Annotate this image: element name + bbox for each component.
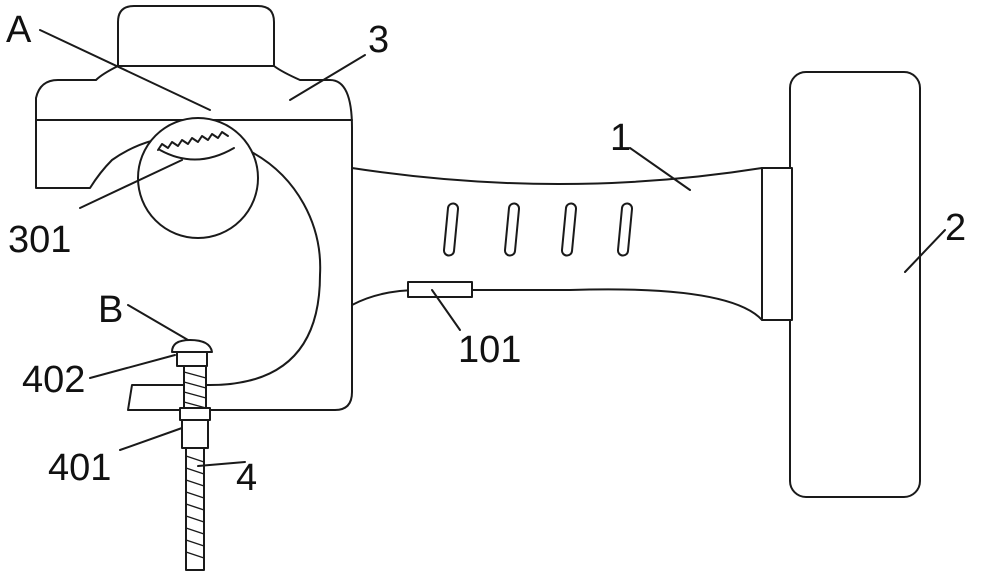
label-b: B	[98, 289, 123, 331]
collar-upper	[179, 407, 211, 421]
grip-slots	[443, 202, 633, 257]
nut-part-402	[171, 339, 213, 353]
label-a: A	[6, 9, 32, 51]
end-block-part-2	[789, 71, 921, 498]
label-part-301: 301	[8, 219, 71, 261]
gear-icon	[157, 131, 235, 161]
label-part-3: 3	[368, 19, 389, 61]
label-part-4: 4	[236, 457, 257, 499]
connector-neck	[761, 167, 793, 321]
head-housing-part-3	[35, 65, 353, 411]
label-part-401: 401	[48, 447, 111, 489]
label-part-402: 402	[22, 359, 85, 401]
gear-housing-circle	[137, 117, 259, 239]
rod-thread-hatching	[185, 455, 205, 559]
rod-part-4	[185, 447, 205, 571]
leader-lines	[39, 29, 946, 467]
head-top-cap	[117, 5, 275, 73]
tab-part-101	[407, 281, 473, 298]
label-part-2: 2	[945, 207, 966, 249]
collar-part-401	[181, 419, 209, 449]
nut-base	[176, 351, 208, 367]
label-part-1: 1	[610, 117, 631, 159]
label-part-101: 101	[458, 329, 521, 371]
